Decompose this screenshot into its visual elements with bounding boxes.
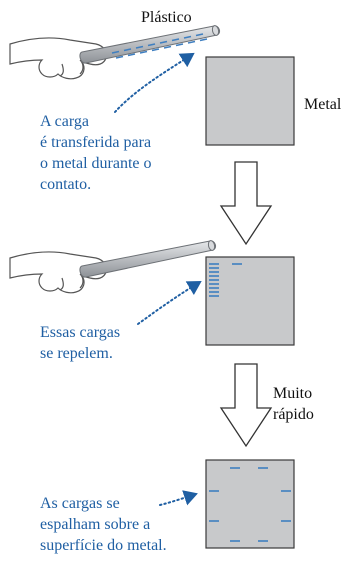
clustered-charges xyxy=(209,263,242,297)
hand-icon xyxy=(9,37,108,80)
metal-block-3 xyxy=(205,459,295,549)
plastic-rod-icon xyxy=(79,25,221,64)
plastic-rod-icon xyxy=(79,240,217,278)
hand-icon xyxy=(9,251,108,294)
dotted-pointer-icon xyxy=(159,490,198,506)
metal-label: Metal xyxy=(304,96,342,113)
rod-charges-1 xyxy=(111,33,208,59)
caption-charges-spread: As cargas se espalham sobre a superfície… xyxy=(40,495,167,554)
metal-block-2 xyxy=(205,256,295,346)
plastic-label: Plástico xyxy=(141,9,192,26)
down-arrow-icon xyxy=(219,363,273,448)
caption-charge-transfer: A carga é transferida para o metal duran… xyxy=(40,113,152,193)
dotted-pointer-icon xyxy=(137,280,202,325)
caption-charges-repel: Essas cargas se repelem. xyxy=(40,324,121,362)
down-arrow-icon xyxy=(219,161,273,246)
spread-charges xyxy=(209,467,291,542)
arrow-note-very-fast: Muito rápido xyxy=(273,385,314,423)
metal-block-1 xyxy=(205,56,295,146)
dotted-pointer-icon xyxy=(114,52,195,113)
